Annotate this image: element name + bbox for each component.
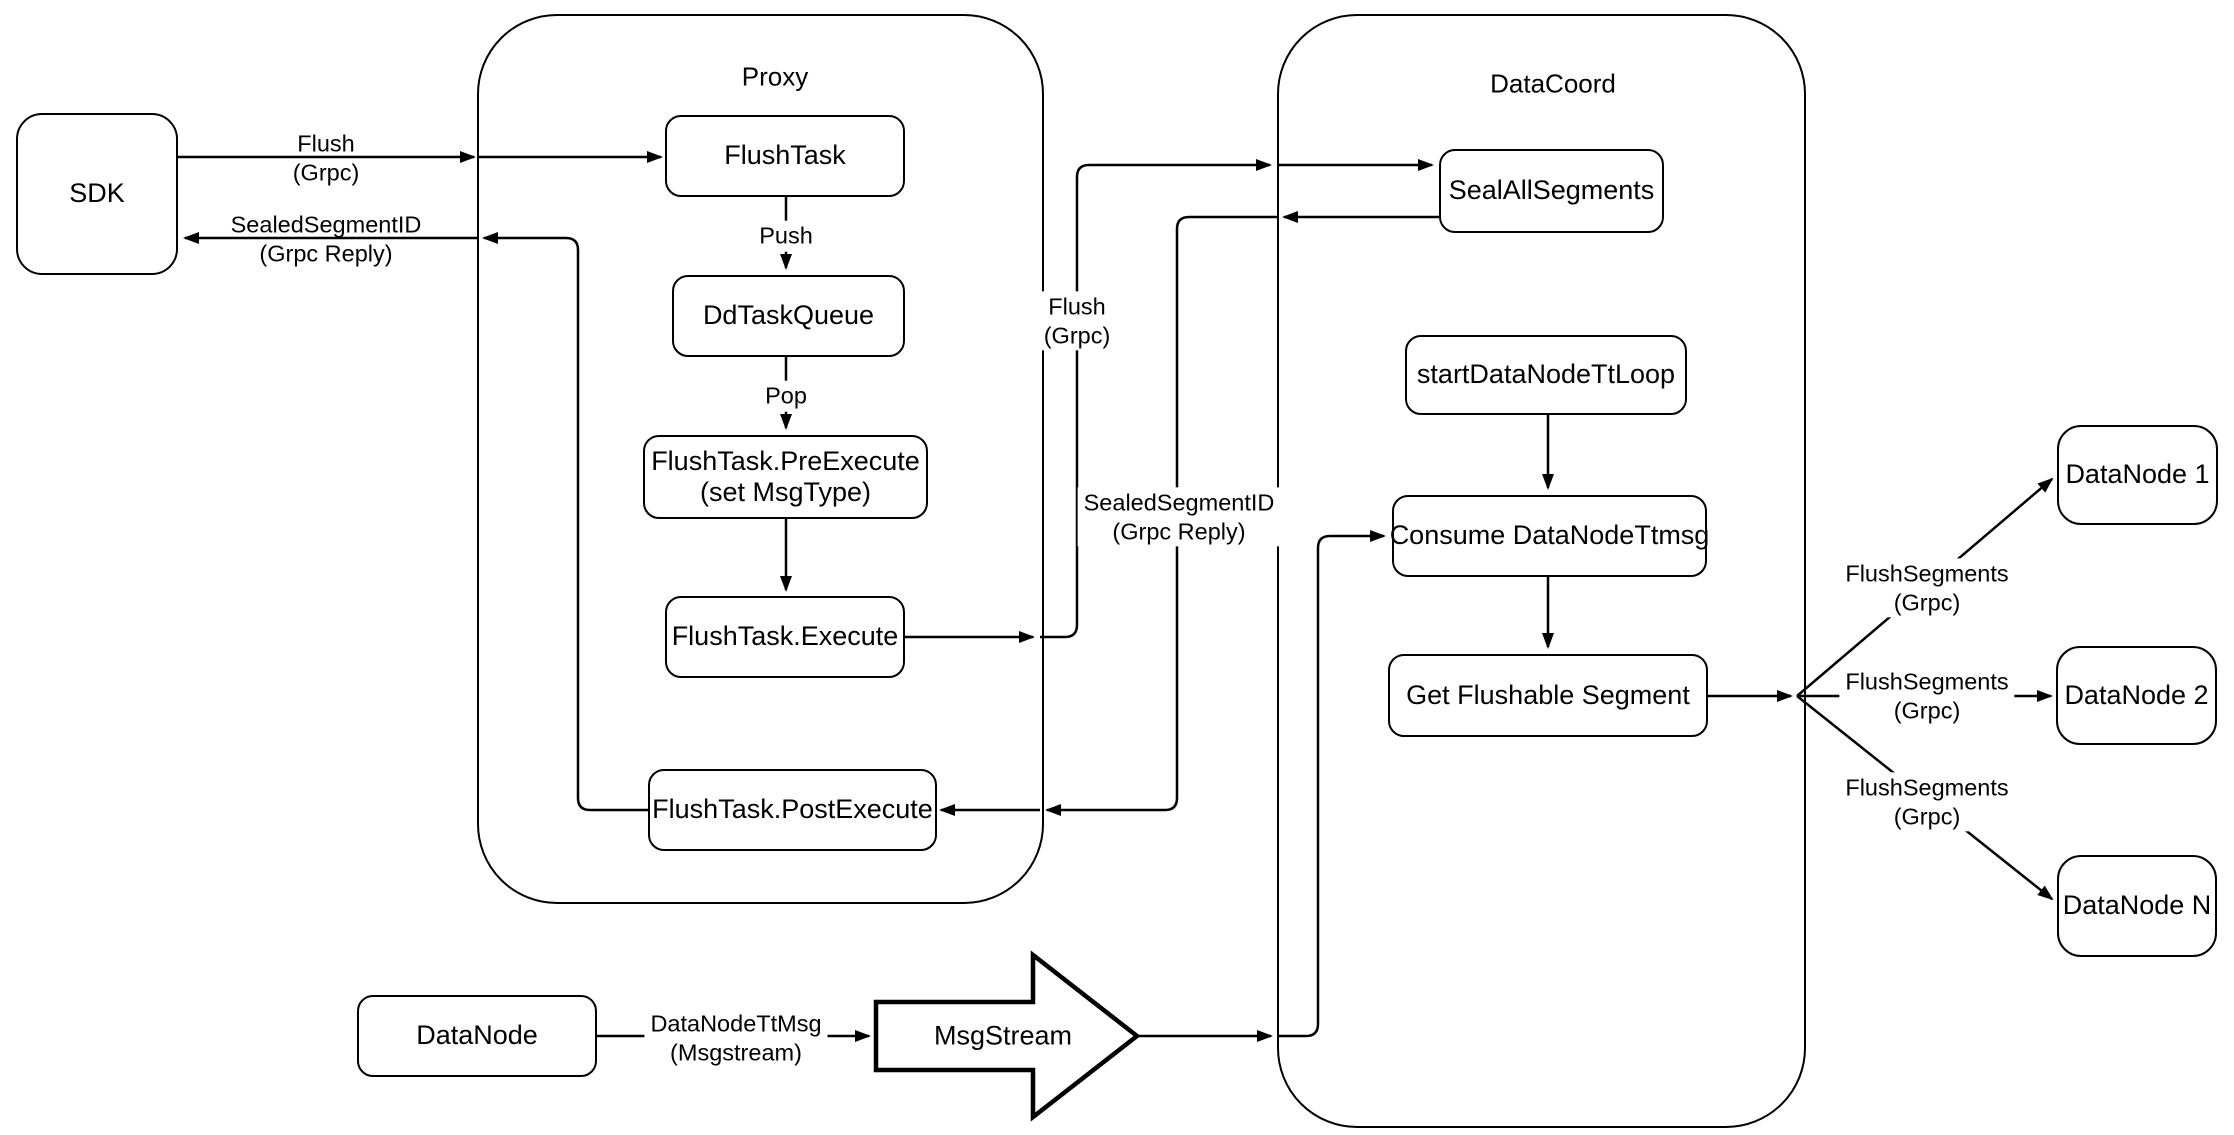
edge-label-flush-grpc-sdk-line1: Flush (297, 130, 355, 157)
node-consume-datanodettmsg: Consume DataNodeTtmsg (1390, 495, 1709, 577)
edge-label-pop: Pop (759, 380, 813, 412)
node-datanode-1: DataNode 1 (2057, 425, 2218, 525)
edge-label-flushsegments-1-line1: FlushSegments (1845, 560, 2009, 587)
datacoord-container-title: DataCoord (1490, 68, 1616, 99)
edge-label-datanodettmsg: DataNodeTtMsg (Msgstream) (644, 1008, 828, 1068)
edge-label-flushsegments-3-line2: (Grpc) (1893, 803, 1961, 829)
node-get-flushable-segment: Get Flushable Segment (1388, 654, 1708, 737)
proxy-container (477, 14, 1044, 904)
edge-flush-grpc-to-datacoord (1040, 159, 1272, 639)
edge-label-flushsegments-2-line1: FlushSegments (1845, 668, 2009, 695)
node-flushtask-postexecute: FlushTask.PostExecute (648, 769, 937, 851)
edge-label-datanodettmsg-line1: DataNodeTtMsg (650, 1010, 822, 1037)
node-sealallsegments: SealAllSegments (1439, 149, 1664, 233)
node-datanode-2: DataNode 2 (2056, 646, 2217, 745)
edge-label-datanodettmsg-line2: (Msgstream) (670, 1039, 802, 1065)
node-datanode-n: DataNode N (2057, 855, 2217, 957)
edge-label-flushsegments-3: FlushSegments (Grpc) (1839, 772, 2015, 832)
edge-label-sealedsegmentid-sdk-line1: SealedSegmentID (230, 211, 422, 238)
edge-label-flush-grpc-datacoord-line2: (Grpc) (1043, 322, 1111, 348)
node-ddtaskqueue: DdTaskQueue (672, 275, 905, 357)
node-flushtask-execute: FlushTask.Execute (665, 596, 905, 678)
node-sdk: SDK (16, 113, 178, 275)
edge-label-flush-grpc-sdk: Flush (Grpc) (293, 129, 360, 186)
edge-datacoord-to-consume (1277, 530, 1386, 1038)
edge-label-sealedsegmentid-sdk-line2: (Grpc Reply) (259, 240, 393, 266)
edge-label-sealedsegmentid-datacoord-line1: SealedSegmentID (1083, 489, 1275, 516)
msgstream-label: MsgStream (933, 1020, 1073, 1051)
node-flushtask: FlushTask (665, 115, 905, 197)
edge-label-flush-grpc-sdk-line2: (Grpc) (292, 159, 360, 185)
edge-label-sealedsegmentid-datacoord: SealedSegmentID (Grpc Reply) (1077, 487, 1281, 547)
edge-label-sealedsegmentid-sdk: SealedSegmentID (Grpc Reply) (231, 210, 422, 267)
node-flushtask-preexecute: FlushTask.PreExecute (set MsgType) (643, 435, 928, 519)
msgstream-arrow-shape (873, 950, 1141, 1122)
node-flushtask-preexecute-line1: FlushTask.PreExecute (651, 445, 920, 476)
node-flushtask-preexecute-line2: (set MsgType) (699, 477, 872, 507)
edge-label-push: Push (753, 220, 819, 252)
edge-label-flushsegments-2-line2: (Grpc) (1893, 697, 1961, 723)
node-datanode: DataNode (357, 995, 597, 1077)
edge-label-flushsegments-1: FlushSegments (Grpc) (1839, 558, 2015, 618)
edge-label-flushsegments-2: FlushSegments (Grpc) (1839, 666, 2015, 726)
edge-label-flush-grpc-datacoord-line1: Flush (1048, 293, 1106, 320)
edge-label-flushsegments-1-line2: (Grpc) (1893, 589, 1961, 615)
edge-label-flushsegments-3-line1: FlushSegments (1845, 774, 2009, 801)
edge-label-sealedsegmentid-datacoord-line2: (Grpc Reply) (1112, 518, 1246, 544)
edge-postexecute-to-proxy-edge (482, 232, 648, 812)
edge-label-flush-grpc-datacoord: Flush (Grpc) (1037, 291, 1117, 351)
datacoord-container (1277, 14, 1806, 1128)
proxy-container-title: Proxy (741, 61, 809, 92)
node-startdatanodettloop: startDataNodeTtLoop (1405, 335, 1687, 415)
